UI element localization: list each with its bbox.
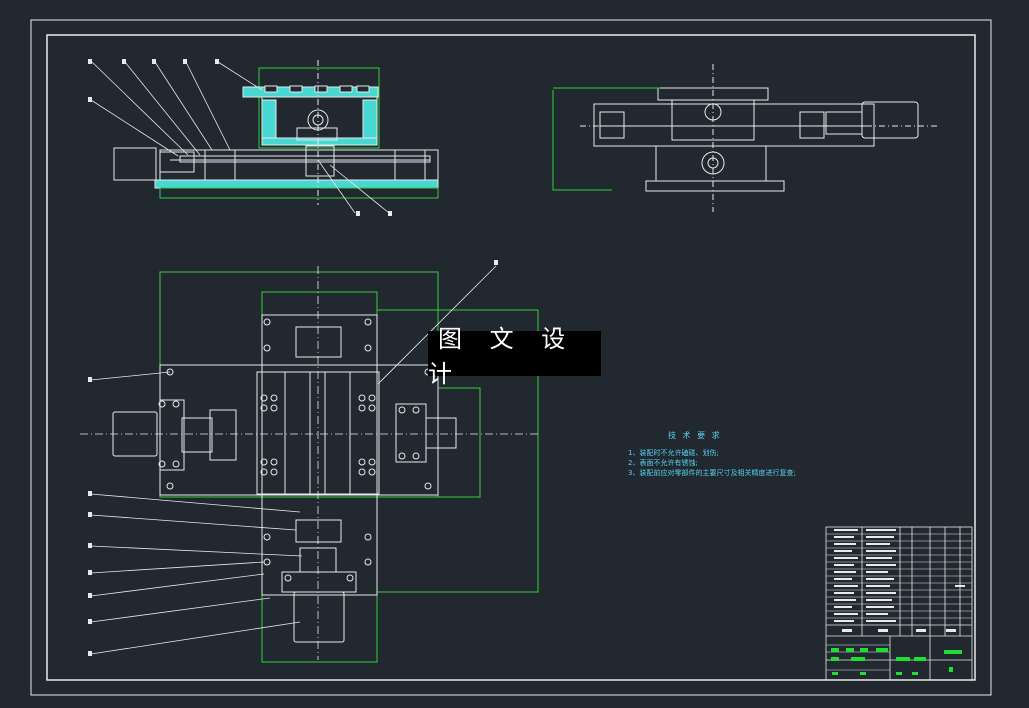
x-axis-coupling	[181, 417, 213, 453]
x-axis-end-block	[425, 417, 457, 449]
outer-border	[30, 19, 992, 696]
nut-block	[296, 127, 338, 141]
side-view-motor	[861, 101, 919, 139]
technical-requirement-3: 3、装配前应对零部件的主要尺寸及相关精度进行复查;	[628, 469, 796, 477]
x-axis-bearing-left	[209, 409, 237, 461]
technical-requirement-2: 2、表面不允许有锈蚀;	[628, 459, 698, 467]
front-view	[113, 60, 439, 205]
y-axis-nut-bearing	[295, 519, 342, 543]
x-axis-coupling-left	[159, 399, 185, 471]
top-view-outline-x	[159, 271, 439, 498]
side-view-left-bearing	[599, 111, 625, 139]
top-view-balloons	[88, 260, 498, 656]
t-slots	[264, 85, 370, 93]
x-axis-motor	[112, 411, 158, 457]
right-bearing-housing	[394, 149, 426, 181]
front-view-motor	[113, 147, 157, 181]
parts-list-text-marks	[834, 529, 965, 632]
top-view-centerlines	[80, 266, 540, 660]
lower-nut-block	[305, 145, 335, 177]
top-view-outline-y	[261, 291, 378, 663]
front-view-balloons	[88, 59, 392, 216]
side-view-green-dimensions	[552, 87, 660, 191]
front-view-rail	[179, 155, 431, 163]
front-view-base-plate	[154, 179, 439, 189]
left-bearing-housing	[204, 149, 236, 181]
top-view-base	[112, 314, 457, 643]
watermark-text: 图 文 设 计	[428, 324, 576, 388]
top-view-bolts	[158, 318, 432, 582]
side-view-right-bearing	[799, 111, 825, 139]
inner-border	[46, 34, 976, 681]
y-axis-motor	[293, 591, 345, 643]
front-view-green-base-outline	[159, 187, 439, 199]
side-view-coupling	[825, 111, 863, 135]
technical-requirements-title: 技 术 要 求	[668, 431, 722, 440]
title-block-green-fields	[831, 648, 962, 675]
technical-requirements: 技 术 要 求 1、装配时不允许磕碰、划伤; 2、表面不允许有锈蚀; 3、装配前…	[628, 431, 796, 478]
watermark-badge: 图 文 设 计	[428, 325, 601, 388]
side-view-base-block	[655, 145, 767, 182]
front-view-leaders	[90, 61, 390, 214]
y-axis-base	[261, 314, 378, 596]
top-view-leaders	[90, 265, 497, 655]
y-axis-motor-mount	[281, 571, 357, 593]
side-view-base-plate	[645, 180, 785, 192]
front-view-saddle-floor	[261, 137, 378, 146]
side-view	[593, 87, 919, 192]
front-view-green-outline	[258, 67, 380, 149]
y-axis-nut-housing	[295, 326, 342, 358]
parts-list-rows	[826, 533, 972, 671]
technical-requirement-1: 1、装配时不允许磕碰、划伤;	[628, 449, 719, 457]
front-view-coupling	[159, 151, 195, 173]
